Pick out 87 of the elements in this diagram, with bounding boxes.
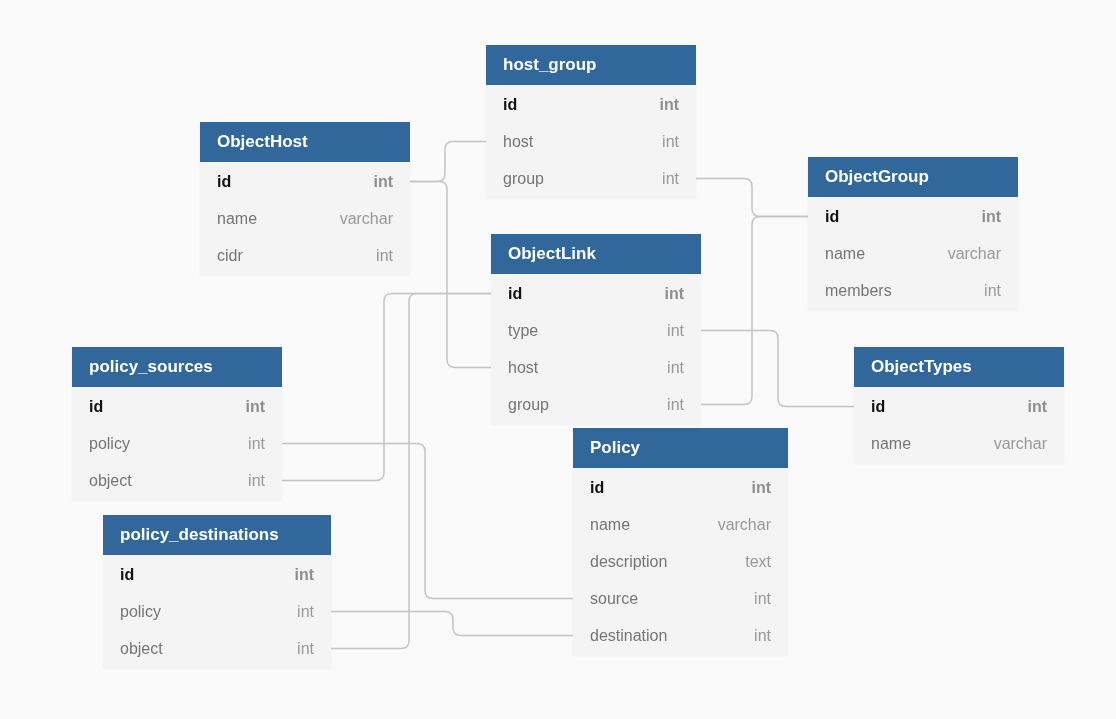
column-type: int (376, 246, 393, 265)
column-type: int (662, 132, 679, 151)
table-row (573, 469, 788, 506)
column-type: int (248, 434, 265, 453)
column-name: group (508, 395, 549, 414)
relationship-line (700, 215, 809, 406)
column-name: name (825, 244, 866, 263)
column-name: id (217, 172, 232, 191)
table-header: ObjectHost (200, 122, 410, 162)
column-name: host (503, 132, 534, 151)
table-header: ObjectLink (491, 234, 701, 274)
column-type: int (248, 471, 265, 490)
column-name: destination (590, 626, 668, 645)
column-type: varchar (717, 515, 771, 534)
column-name: members (825, 281, 892, 300)
column-name: name (871, 434, 912, 453)
column-type: int (754, 626, 771, 645)
table-header: policy_destinations (103, 515, 331, 555)
column-name: policy (89, 434, 130, 453)
column-name: object (120, 639, 163, 658)
column-type: int (659, 95, 679, 114)
column-name: id (825, 207, 840, 226)
column-name: type (508, 321, 539, 340)
column-name: policy (120, 602, 161, 621)
table-card (491, 234, 701, 424)
table-row (486, 160, 696, 197)
table-card (103, 515, 331, 668)
table-row (103, 556, 331, 593)
column-type: int (667, 395, 684, 414)
relationship-line (330, 292, 492, 650)
column-name: object (89, 471, 132, 490)
table-row (486, 86, 696, 123)
table-row (72, 462, 282, 499)
column-name: id (508, 284, 523, 303)
table-header: ObjectGroup (808, 157, 1018, 197)
column-name: name (217, 209, 258, 228)
column-type: varchar (339, 209, 393, 228)
table-card (808, 157, 1018, 310)
column-name: id (503, 95, 518, 114)
column-name: name (590, 515, 631, 534)
column-type: int (984, 281, 1001, 300)
column-name: id (590, 478, 605, 497)
column-name: id (89, 397, 104, 416)
column-name: cidr (217, 246, 243, 265)
column-type: int (662, 169, 679, 188)
table-row (854, 388, 1064, 425)
column-type: int (751, 478, 771, 497)
column-type: int (297, 602, 314, 621)
table-header: policy_sources (72, 347, 282, 387)
table-card (854, 347, 1064, 463)
table-card (72, 347, 282, 500)
column-type: int (667, 358, 684, 377)
table-header: ObjectTypes (854, 347, 1064, 387)
column-type: int (1027, 397, 1047, 416)
column-name: description (590, 552, 668, 571)
column-type: int (754, 589, 771, 608)
relationship-line (700, 329, 855, 408)
column-type: int (245, 397, 265, 416)
column-type: int (297, 639, 314, 658)
table-header: host_group (486, 45, 696, 85)
relationship-line (409, 180, 492, 369)
table-row (72, 388, 282, 425)
column-name: source (590, 589, 639, 608)
column-name: host (508, 358, 539, 377)
table-row (200, 163, 410, 200)
column-type: int (373, 172, 393, 191)
column-name: id (120, 565, 135, 584)
table-row (573, 617, 788, 654)
column-type: text (745, 552, 771, 571)
column-name: group (503, 169, 544, 188)
table-card (200, 122, 410, 275)
table-row (808, 198, 1018, 235)
column-type: int (294, 565, 314, 584)
column-type: int (664, 284, 684, 303)
table-header: Policy (573, 428, 788, 468)
relationship-line (330, 610, 574, 637)
column-type: int (981, 207, 1001, 226)
column-name: id (871, 397, 886, 416)
column-type: varchar (947, 244, 1001, 263)
table-card (486, 45, 696, 198)
relationship-line (281, 442, 574, 600)
table-row (103, 630, 331, 667)
column-type: int (667, 321, 684, 340)
column-type: varchar (993, 434, 1047, 453)
table-card (573, 428, 788, 655)
table-row (491, 275, 701, 312)
table-row (491, 386, 701, 423)
